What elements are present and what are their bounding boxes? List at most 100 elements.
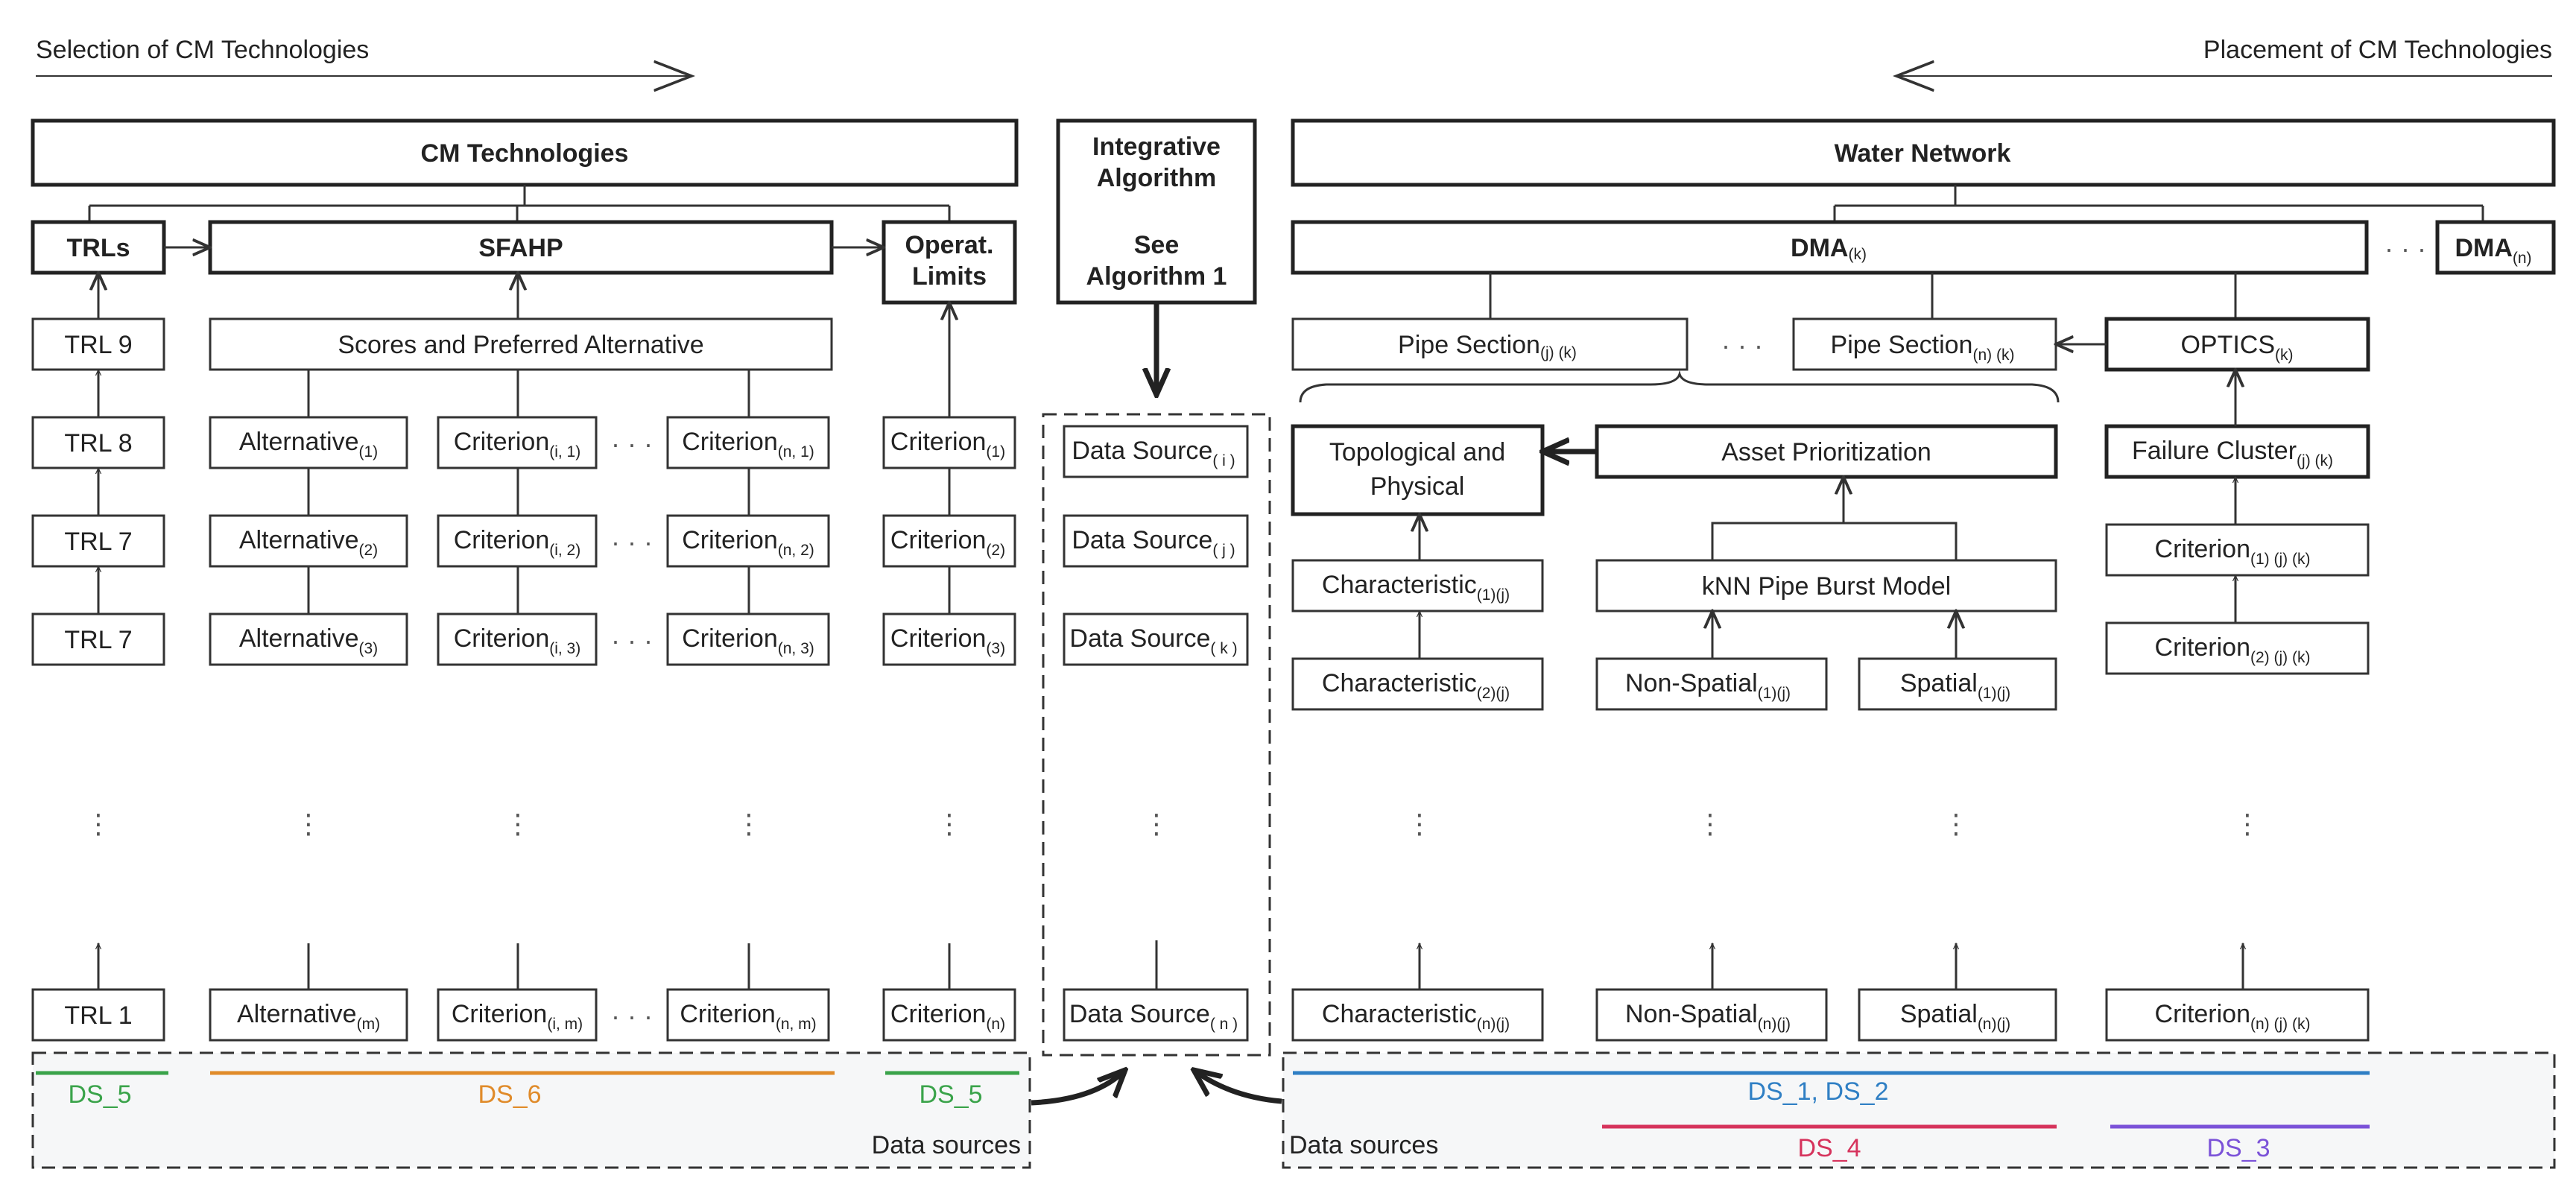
criterion-n2-label: Criterion(n, 2) xyxy=(682,526,814,559)
criterion-rn-box xyxy=(2105,988,2370,1042)
criterion-r2-label: Criterion(2) (j) (k) xyxy=(2155,633,2311,666)
criterion-r1-box xyxy=(2105,523,2370,577)
criterion-op3-box xyxy=(882,612,1016,666)
alternative-2-label: Alternative(2) xyxy=(239,526,378,559)
criterion-n3-box xyxy=(666,612,830,666)
trl-8-label: TRL 8 xyxy=(64,429,132,458)
optics-label: OPTICS(k) xyxy=(2180,331,2293,364)
spatial-n-label: Spatial(n)(j) xyxy=(1900,1000,2010,1033)
criterion-i1-label: Criterion(i, 1) xyxy=(454,428,580,460)
pipe-section-jk-box xyxy=(1291,317,1689,371)
alternative-3-label: Alternative(3) xyxy=(239,624,378,657)
criterion-nm-label: Criterion(n, m) xyxy=(680,1000,816,1033)
right-header-title: Placement of CM Technologies xyxy=(2203,36,2552,64)
pipe-section-jk-label: Pipe Section(j) (k) xyxy=(1398,331,1577,361)
pipe-section-nk-box xyxy=(1792,317,2057,371)
trl-1-box xyxy=(31,988,165,1042)
characteristic-1-label: Characteristic(1)(j) xyxy=(1322,571,1510,604)
non-spatial-n-box xyxy=(1595,988,1828,1042)
criterion-op1-box xyxy=(882,416,1016,469)
topological-line1: Topological and xyxy=(1329,438,1505,466)
ds5-right-label: DS_5 xyxy=(919,1080,982,1109)
trl-7a-label: TRL 7 xyxy=(64,528,132,556)
criterion-nm-box xyxy=(666,988,830,1042)
spatial-vertical-dots: ⋮ xyxy=(1943,808,1969,839)
non-spatial-1-box xyxy=(1595,657,1828,711)
trl-vertical-dots: ⋮ xyxy=(85,808,112,839)
pipe-section-nk-label: Pipe Section(n) (k) xyxy=(1831,331,2015,364)
criterion-op1-label: Criterion(1) xyxy=(890,428,1005,460)
knn-model-box xyxy=(1595,559,2057,612)
criterion-n2-box xyxy=(666,514,830,568)
operat-limits-line2: Limits xyxy=(912,262,987,291)
data-source-vertical-dots: ⋮ xyxy=(1143,808,1170,839)
integrative-line4: See xyxy=(1134,231,1180,259)
criterion-r1-label: Criterion(1) (j) (k) xyxy=(2155,535,2311,568)
left-ds-curved-arrow xyxy=(1031,1070,1125,1106)
dma-k-connectors xyxy=(1489,273,2237,319)
operat-limits-line1: Operat. xyxy=(905,231,993,259)
dma-k-box xyxy=(1291,220,2369,275)
knn-model-label: kNN Pipe Burst Model xyxy=(1702,572,1951,601)
criterion-im-box xyxy=(437,988,598,1042)
criterion-horizontal-dots-4: · · · xyxy=(611,1001,653,1031)
non-spatial-n-label: Non-Spatial(n)(j) xyxy=(1625,1000,1791,1033)
scores-label: Scores and Preferred Alternative xyxy=(338,331,703,359)
dma-n-label: DMA(n) xyxy=(2455,234,2531,267)
data-source-i-box xyxy=(1063,425,1249,478)
water-network-label: Water Network xyxy=(1835,139,2011,168)
criterion-i2-label: Criterion(i, 2) xyxy=(454,526,580,559)
data-source-i-label: Data Source( i ) xyxy=(1072,437,1235,469)
alternative-m-label: Alternative(m) xyxy=(237,1000,380,1033)
cm-technologies-label: CM Technologies xyxy=(421,139,629,168)
sfahp-label: SFAHP xyxy=(478,234,563,262)
criterion-op2-label: Criterion(2) xyxy=(890,526,1005,559)
water-network-bracket xyxy=(1833,185,2484,222)
alternative-1-label: Alternative(1) xyxy=(239,428,378,460)
data-source-j-label: Data Source( j ) xyxy=(1072,526,1235,559)
spatial-1-box xyxy=(1858,657,2057,711)
criterion-horizontal-dots-3: · · · xyxy=(611,625,653,656)
dma-k-label: DMA(k) xyxy=(1791,234,1867,263)
data-source-k-box xyxy=(1063,612,1249,666)
ds5-left-label: DS_5 xyxy=(68,1080,131,1109)
cm-tech-bracket xyxy=(88,185,951,222)
trl-7b-label: TRL 7 xyxy=(64,626,132,654)
criterion-n1-box xyxy=(666,416,830,469)
trls-label: TRLs xyxy=(67,234,130,262)
trl-7b-box xyxy=(31,612,165,666)
criterion-i3-box xyxy=(437,612,598,666)
water-network-box xyxy=(1291,118,2556,187)
ds3-label: DS_3 xyxy=(2206,1134,2270,1162)
criterion-r2-box xyxy=(2105,621,2370,675)
characteristic-n-label: Characteristic(n)(j) xyxy=(1322,1000,1510,1033)
data-source-k-label: Data Source( k ) xyxy=(1069,624,1237,657)
alternative-m-box xyxy=(209,988,408,1042)
criterion-opn-label: Criterion(n) xyxy=(890,1000,1005,1033)
trl-1-label: TRL 1 xyxy=(64,1001,132,1030)
data-source-j-box xyxy=(1063,514,1249,568)
criterion-n1-label: Criterion(n, 1) xyxy=(682,428,814,460)
pipe-section-brace xyxy=(1299,370,2060,403)
left-data-sources-label: Data sources xyxy=(872,1131,1021,1159)
integrative-line1: Integrative xyxy=(1092,133,1221,161)
right-ds-curved-arrow xyxy=(1194,1070,1282,1104)
criterion-op3-label: Criterion(3) xyxy=(890,624,1005,657)
criterion-im-label: Criterion(i, m) xyxy=(452,1000,583,1033)
spatial-n-box xyxy=(1858,988,2057,1042)
criterion-r-vertical-dots: ⋮ xyxy=(2234,808,2261,839)
data-source-n-label: Data Source( n ) xyxy=(1069,1000,1238,1033)
characteristic-1-box xyxy=(1291,559,1544,612)
ds6-label: DS_6 xyxy=(478,1080,541,1109)
knn-bracket xyxy=(1711,522,1958,560)
right-data-sources-panel xyxy=(1282,1051,2556,1169)
asset-prioritization-label: Asset Prioritization xyxy=(1721,438,1931,466)
failure-cluster-label: Failure Cluster(j) (k) xyxy=(2132,437,2333,469)
criterion-i2-box xyxy=(437,514,598,568)
criterion-op2-box xyxy=(882,514,1016,568)
criterion-horizontal-dots-1: · · · xyxy=(611,428,653,459)
criterion-n-vertical-dots: ⋮ xyxy=(735,808,762,839)
alternative-vertical-dots: ⋮ xyxy=(295,808,322,839)
criterion-rn-label: Criterion(n) (j) (k) xyxy=(2155,1000,2311,1033)
